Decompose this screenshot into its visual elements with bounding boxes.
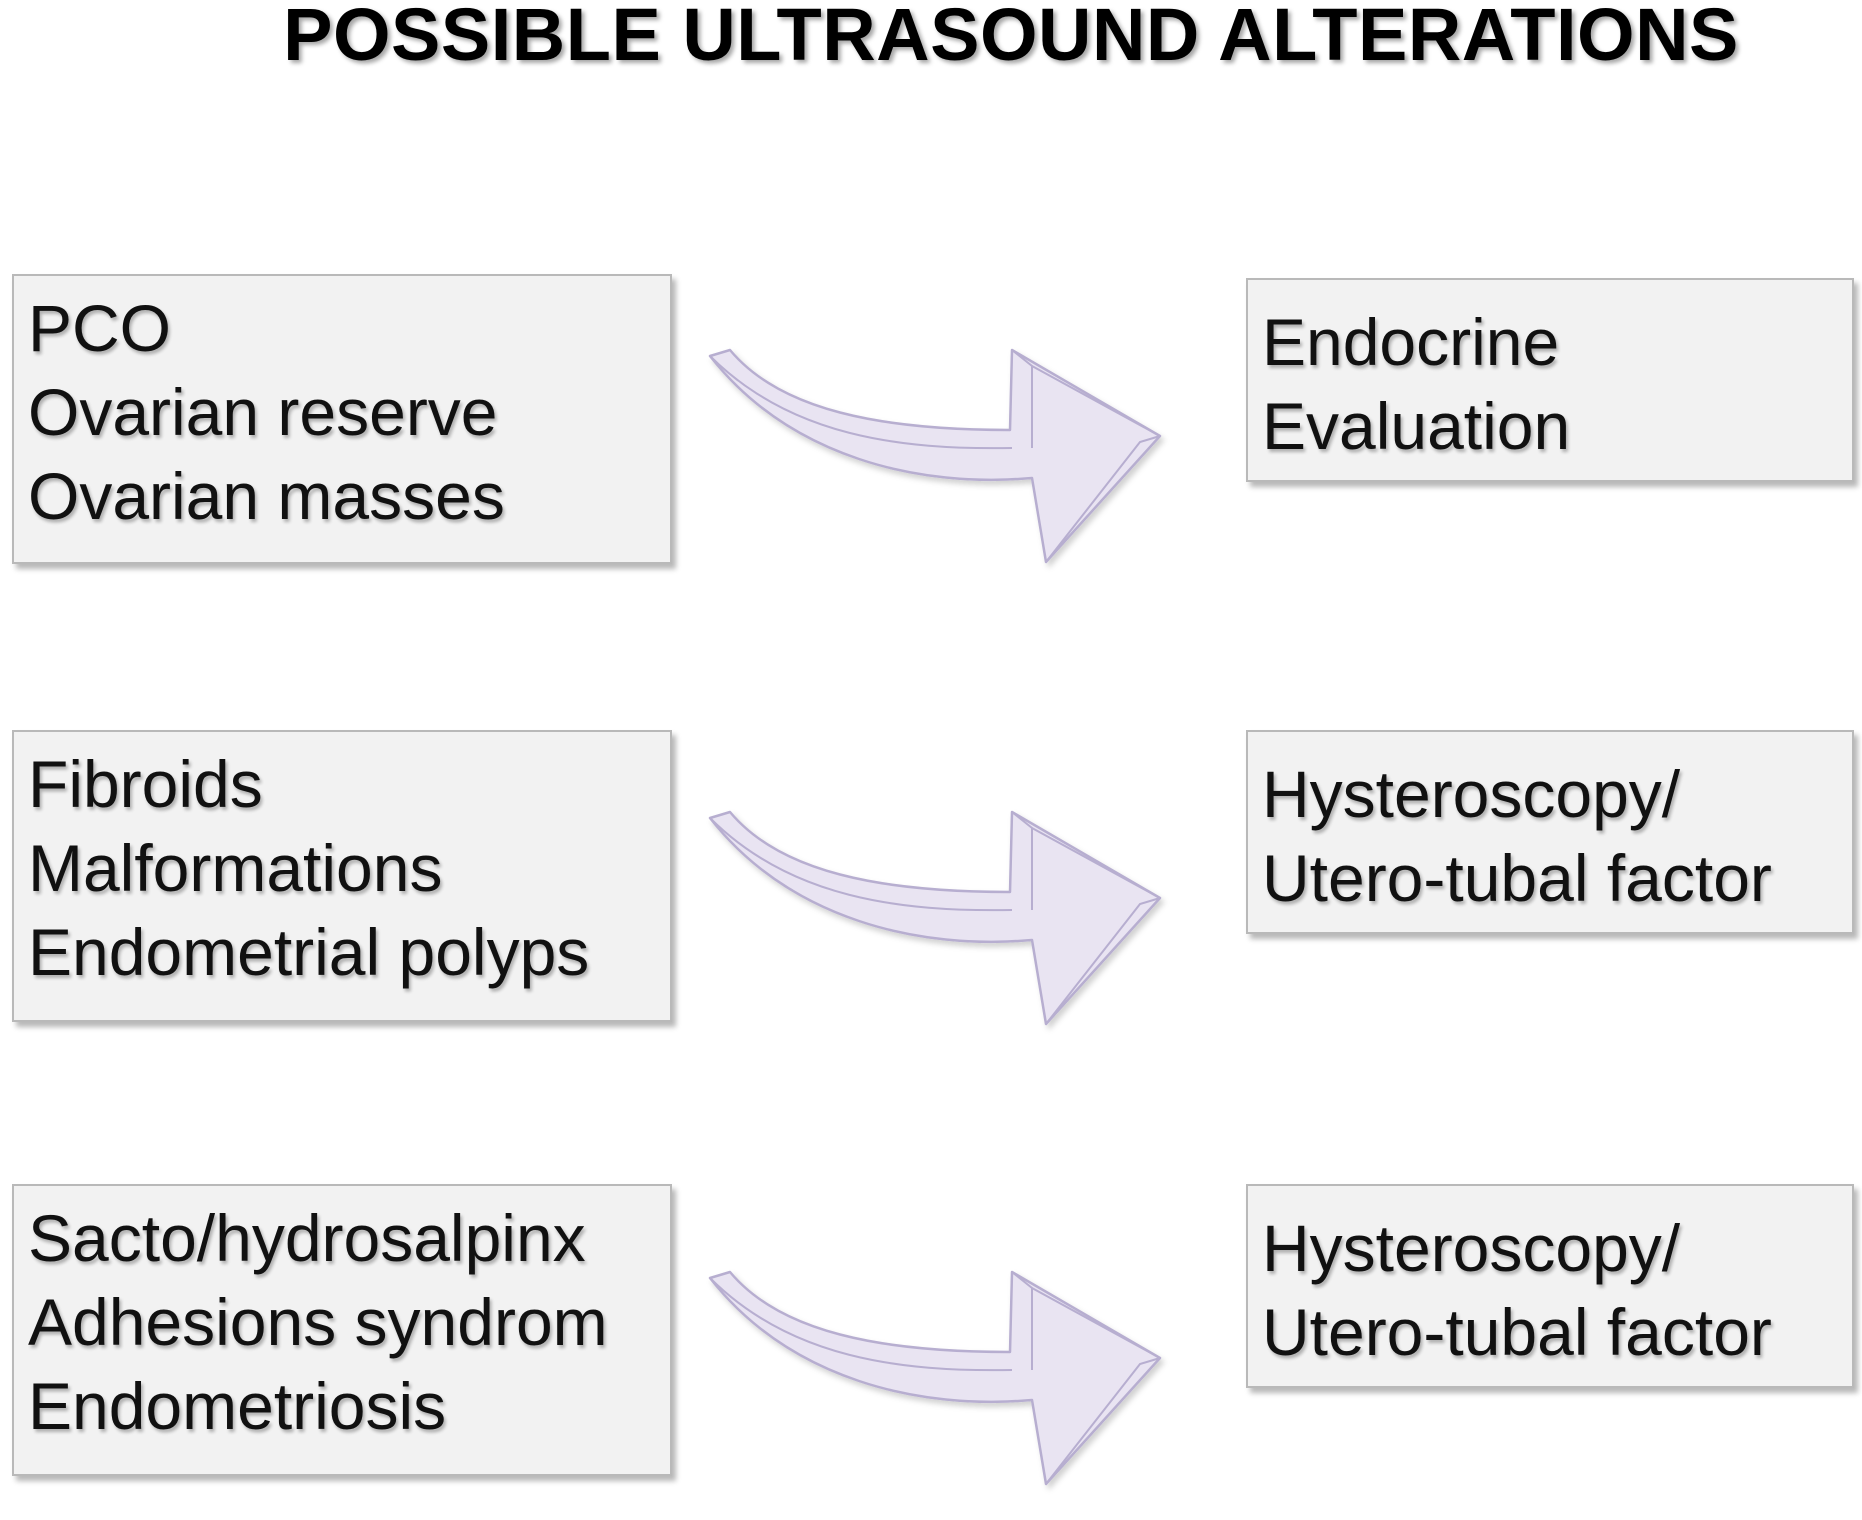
curved-arrow-icon [708, 348, 1162, 564]
finding-label: Malformations [28, 831, 443, 905]
findings-box-uterine: Fibroids Malformations Endometrial polyp… [12, 730, 672, 1022]
action-label: Endocrine [1262, 305, 1560, 379]
action-label: Hysteroscopy/ [1262, 1211, 1681, 1285]
action-label: Hysteroscopy/ [1262, 757, 1681, 831]
finding-label: Endometriosis [28, 1369, 447, 1443]
curved-arrow-icon [708, 810, 1162, 1026]
action-label: Utero-tubal factor [1262, 1295, 1772, 1369]
finding-label: Sacto/hydrosalpinx [28, 1201, 586, 1275]
finding-label: PCO [28, 291, 172, 365]
action-box-endocrine: Endocrine Evaluation [1246, 278, 1854, 482]
action-label: Evaluation [1262, 389, 1571, 463]
finding-label: Adhesions syndrom [28, 1285, 608, 1359]
finding-label: Ovarian masses [28, 459, 505, 533]
curved-arrow-icon [708, 1270, 1162, 1486]
diagram-title: POSSIBLE ULTRASOUND ALTERATIONS [283, 0, 1739, 76]
action-box-hysteroscopy: Hysteroscopy/ Utero-tubal factor [1246, 730, 1854, 934]
finding-label: Ovarian reserve [28, 375, 498, 449]
action-box-hysteroscopy: Hysteroscopy/ Utero-tubal factor [1246, 1184, 1854, 1388]
action-label: Utero-tubal factor [1262, 841, 1772, 915]
findings-box-ovarian: PCO Ovarian reserve Ovarian masses [12, 274, 672, 564]
finding-label: Endometrial polyps [28, 915, 590, 989]
findings-box-tubal: Sacto/hydrosalpinx Adhesions syndrom End… [12, 1184, 672, 1476]
finding-label: Fibroids [28, 747, 263, 821]
